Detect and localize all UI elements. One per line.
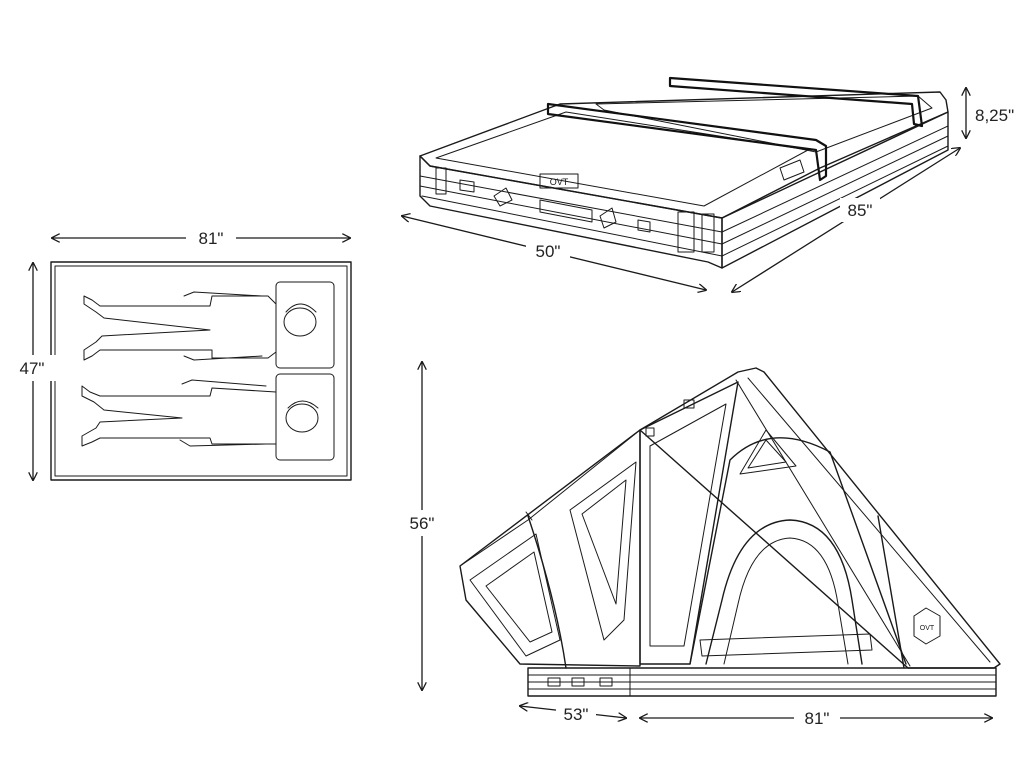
mattress-top-view <box>50 261 352 481</box>
dim-case-width: 50" <box>402 216 706 290</box>
label-mattress-width: 81" <box>199 229 224 248</box>
pillow-lower <box>275 373 335 461</box>
label-tent-base: 81" <box>805 709 830 728</box>
logo-badge-tent: OVT <box>913 607 941 645</box>
sleeping-person-lower <box>81 379 319 447</box>
dim-tent-overhang: 53" <box>520 702 626 726</box>
label-case-width: 50" <box>536 242 561 261</box>
sleeping-person-upper <box>83 291 317 361</box>
label-mattress-height: 47" <box>20 359 45 378</box>
label-tent-height: 56" <box>410 514 435 533</box>
dim-case-thickness: 8,25" <box>966 88 1014 138</box>
label-case-thickness: 8,25" <box>975 106 1014 125</box>
svg-text:OVT: OVT <box>550 177 569 187</box>
svg-text:OVT: OVT <box>920 625 935 632</box>
dim-mattress-height: 47" <box>10 263 56 480</box>
label-tent-overhang: 53" <box>564 705 589 724</box>
open-tent-side-view: OVT <box>459 367 1001 697</box>
logo-badge-case: OVT <box>539 173 579 189</box>
dim-mattress-width: 81" <box>52 226 350 250</box>
dim-tent-height: 56" <box>404 362 440 690</box>
dim-tent-base: 81" <box>640 705 992 731</box>
label-case-length: 85" <box>848 201 873 220</box>
dim-case-length: 85" <box>732 148 960 292</box>
